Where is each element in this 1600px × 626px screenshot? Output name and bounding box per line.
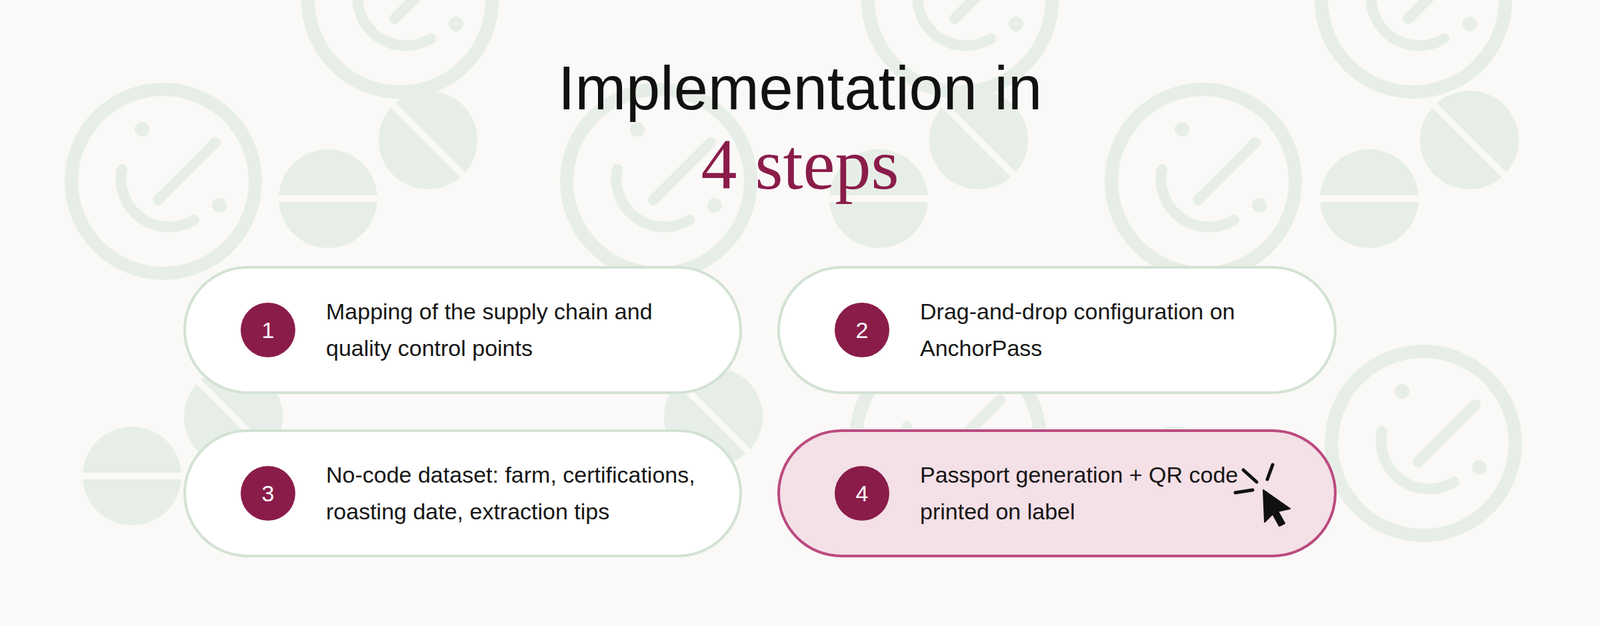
title: Implementation in — [0, 54, 1600, 122]
step-text: Passport generation + QR code printed on… — [920, 456, 1334, 530]
number-badge: 1 — [240, 302, 296, 358]
step-number: 2 — [856, 317, 869, 344]
step-number: 1 — [262, 317, 275, 344]
step-pill: 4 Passport generation + QR code printed o… — [777, 429, 1337, 558]
title-accent: 4 steps — [0, 125, 1600, 205]
step-number: 3 — [262, 480, 275, 507]
step-pill: 1 Mapping of the supply chain and quality… — [183, 266, 742, 394]
step-number: 4 — [856, 480, 869, 507]
step-pill: 3 No-code dataset: farm, certifications, … — [183, 429, 742, 558]
number-badge: 3 — [240, 466, 296, 521]
step-text: No-code dataset: farm, certifications, r… — [326, 456, 740, 530]
step-pill: 2 Drag-and-drop configuration on AnchorPa… — [777, 266, 1337, 394]
number-badge: 4 — [834, 466, 890, 521]
step-text: Mapping of the supply chain and quality … — [326, 293, 740, 367]
step-text: Drag-and-drop configuration on AnchorPas… — [920, 293, 1334, 367]
number-badge: 2 — [834, 302, 890, 358]
